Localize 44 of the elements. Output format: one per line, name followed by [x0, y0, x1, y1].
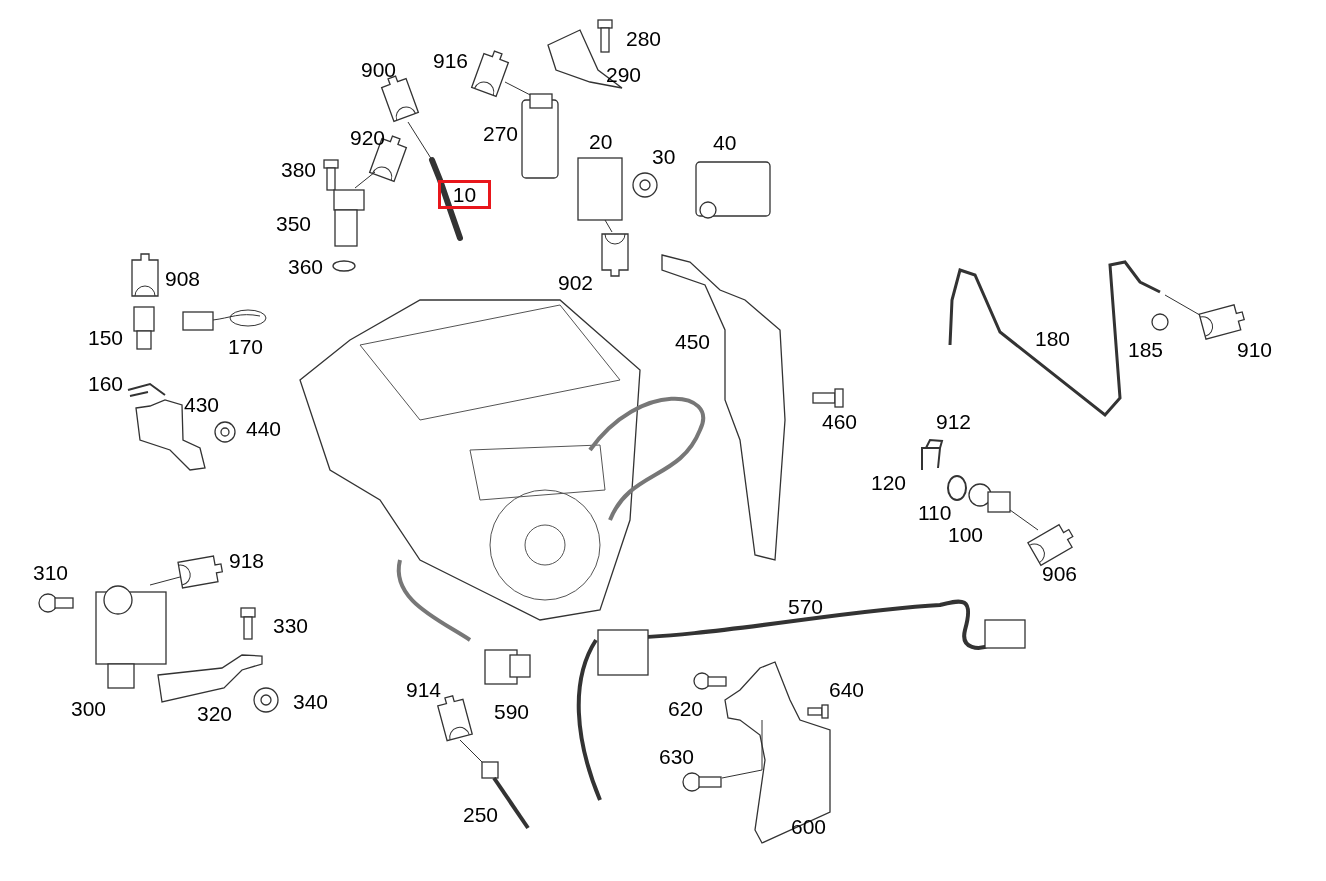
- callout-number: 150: [88, 327, 124, 348]
- callout-number: 450: [675, 331, 711, 352]
- callout-number: 630: [659, 746, 695, 767]
- callout-number: 360: [288, 256, 324, 277]
- callout-number: 640: [829, 679, 865, 700]
- callout-number: 270: [483, 123, 519, 144]
- callout-number: 40: [713, 132, 737, 153]
- callout-number: 185: [1128, 339, 1164, 360]
- callout-number: 30: [652, 146, 676, 167]
- callout-number: 920: [350, 127, 386, 148]
- callout-number: 170: [228, 336, 264, 357]
- callout-number: 590: [494, 701, 530, 722]
- callout-number: 620: [668, 698, 704, 719]
- callout-number: 20: [589, 131, 613, 152]
- callout-number: 330: [273, 615, 309, 636]
- callout-number: 110: [918, 502, 952, 523]
- callout-number: 100: [948, 524, 984, 545]
- callout-number: 380: [281, 159, 317, 180]
- callout-number: 912: [936, 411, 972, 432]
- callout-number: 180: [1035, 328, 1071, 349]
- callout-number: 430: [184, 394, 220, 415]
- callout-number: 906: [1042, 563, 1078, 584]
- callout-number: 908: [165, 268, 201, 289]
- callout-number: 910: [1237, 339, 1273, 360]
- callout-number: 918: [229, 550, 265, 571]
- callout-number: 290: [606, 64, 642, 85]
- callout-number: 120: [871, 472, 907, 493]
- callout-number: 916: [433, 50, 469, 71]
- callout-number: 160: [88, 373, 124, 394]
- callout-number: 250: [463, 804, 499, 825]
- callout-number: 340: [293, 691, 329, 712]
- callout-number: 570: [788, 596, 824, 617]
- callout-number: 440: [246, 418, 282, 439]
- callout-number: 900: [361, 59, 397, 80]
- callout-number: 310: [33, 562, 69, 583]
- callout-number: 914: [406, 679, 442, 700]
- callout-number: 902: [558, 272, 594, 293]
- callout-number: 320: [197, 703, 233, 724]
- highlight-frame: [438, 180, 491, 209]
- callout-number: 300: [71, 698, 107, 719]
- callout-number: 280: [626, 28, 662, 49]
- callout-number: 350: [276, 213, 312, 234]
- callout-number: 460: [822, 411, 858, 432]
- callout-number: 600: [791, 816, 827, 837]
